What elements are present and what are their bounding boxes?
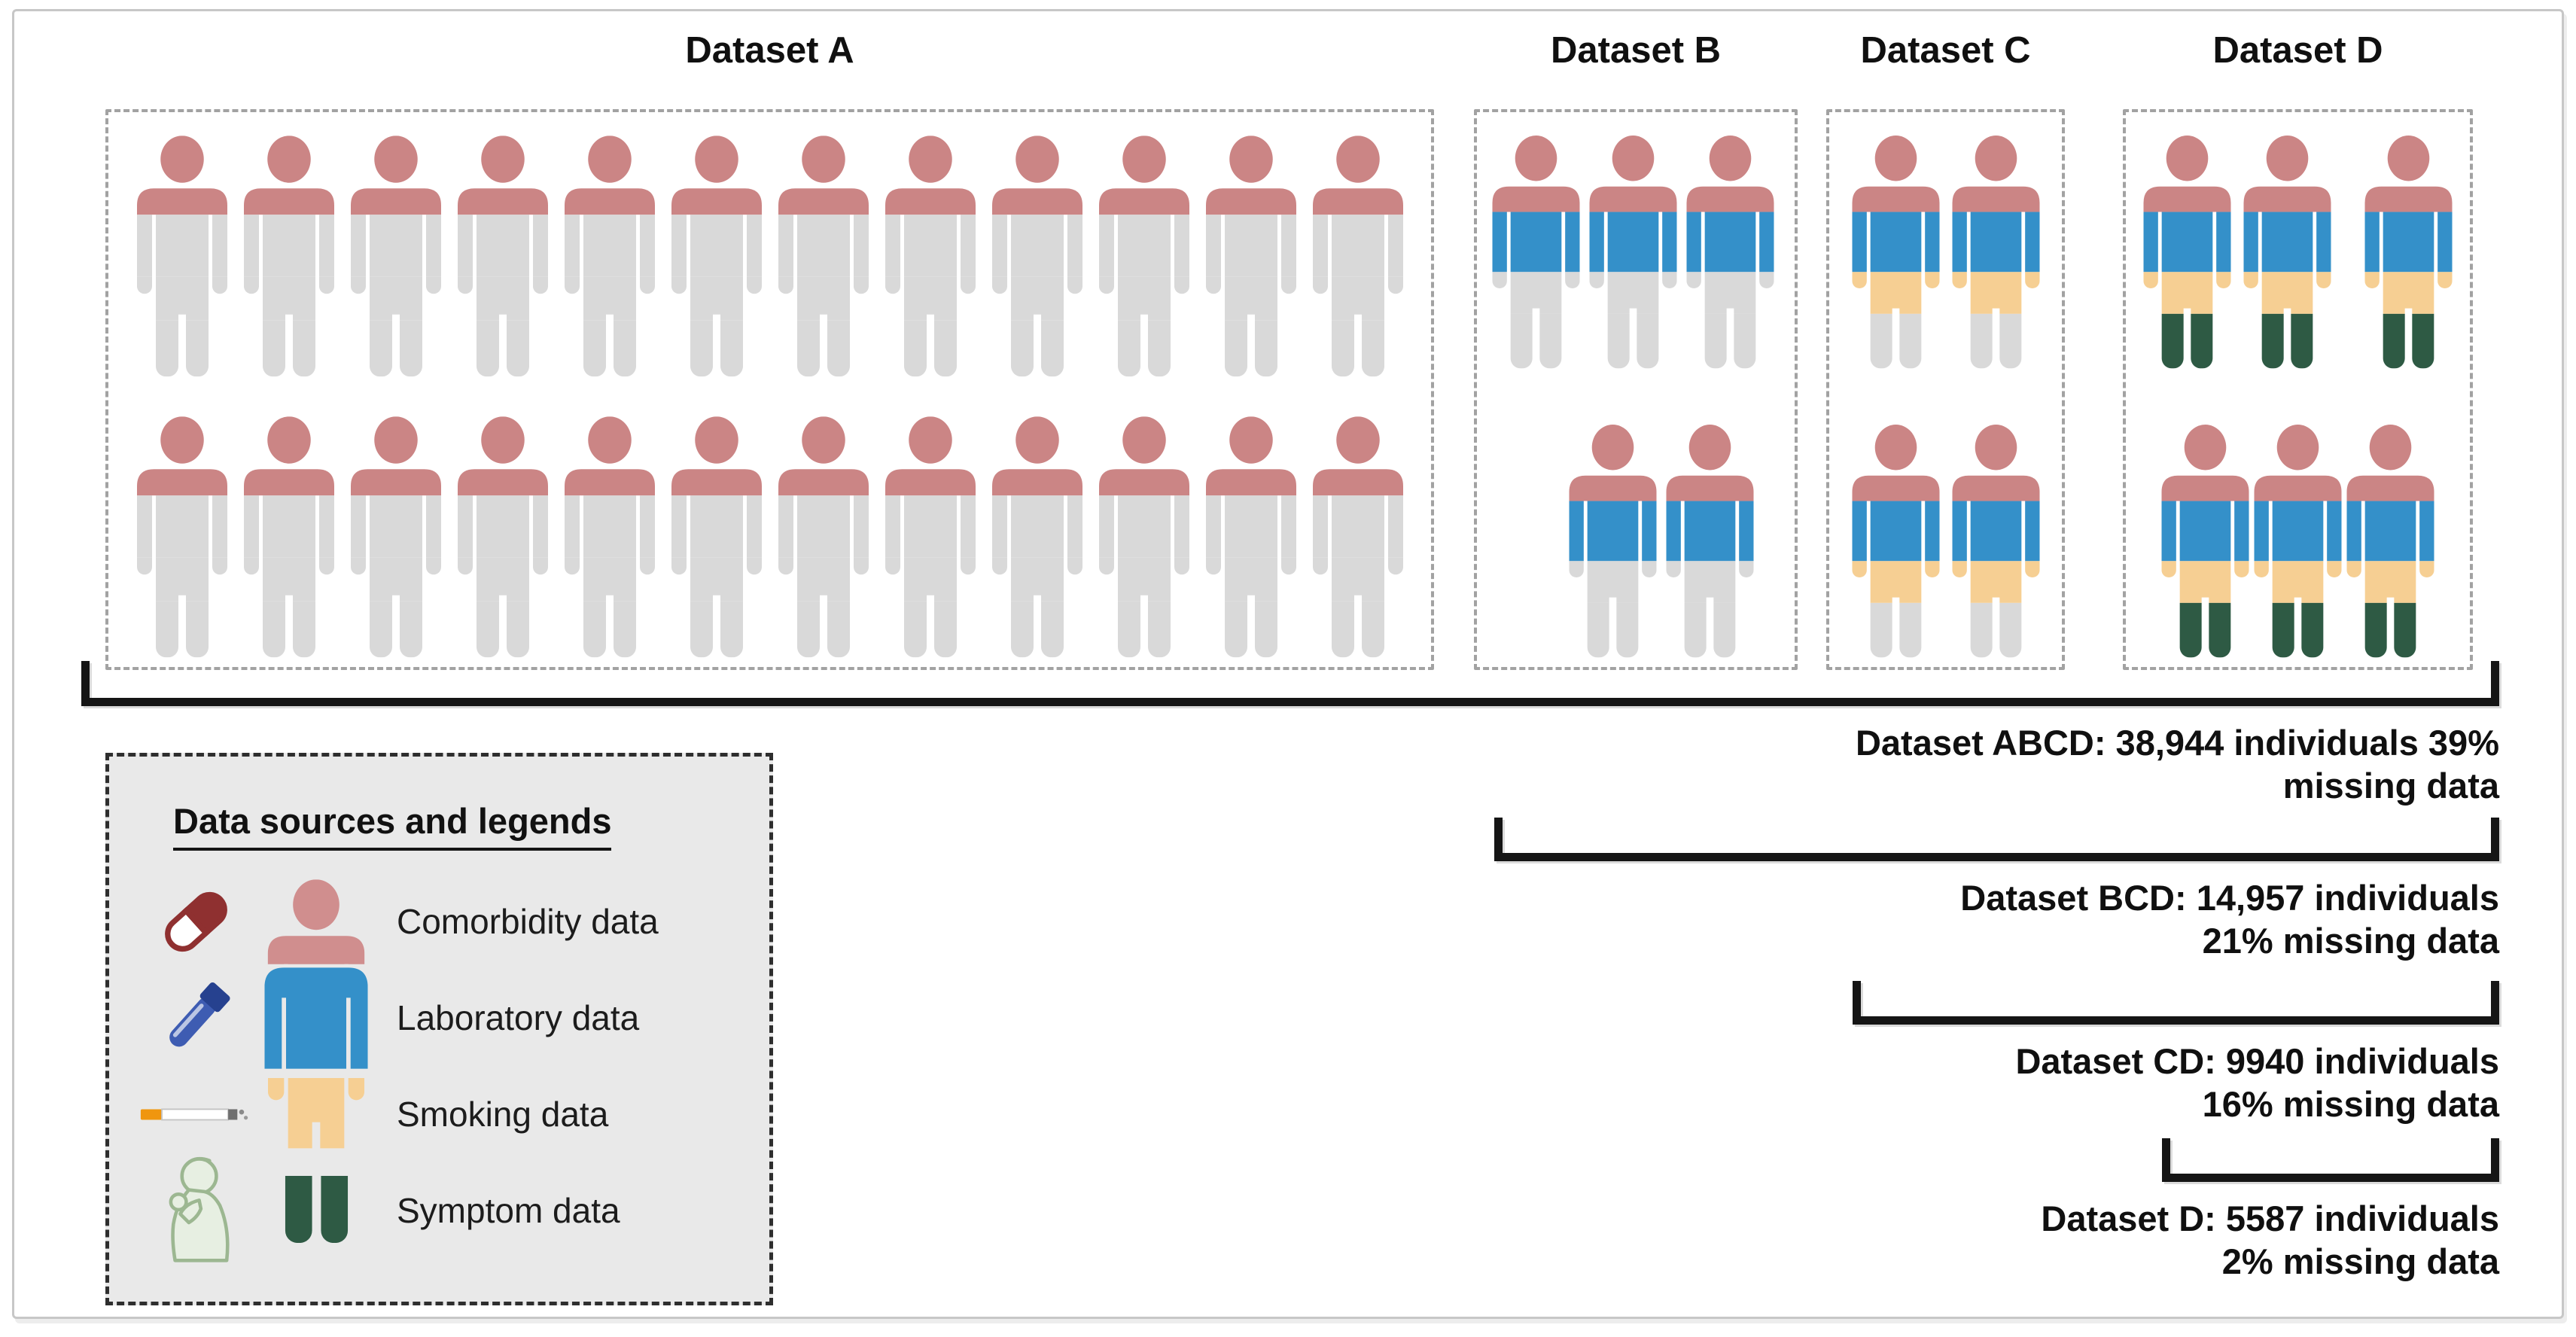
person-pictogram [1312,416,1403,658]
person-pictogram [991,136,1082,377]
bracket-d [2162,1138,2499,1182]
cigarette-icon [139,1095,252,1133]
person-pictogram [885,416,976,658]
person-pictogram [350,136,441,377]
person-row [116,132,1423,379]
person-row [2133,421,2462,659]
bracket-cd-label: Dataset CD: 9940 individuals 16% missing… [1370,1040,2499,1125]
lower-legs-icon [252,1176,380,1245]
person-pictogram [778,416,869,658]
dataset-b-section: Dataset B [1474,29,1798,670]
dataset-a-section: Dataset A [105,29,1434,670]
bracket-d-label-line1: Dataset D: 5587 individuals [2041,1198,2499,1238]
legend-item-label: Laboratory data [397,998,640,1037]
person-pictogram [1569,425,1657,658]
dataset-c-title: Dataset C [1860,30,2031,71]
person-row [1484,421,1787,659]
bracket-cd [1853,981,2499,1025]
bracket-bcd-label-line1: Dataset BCD: 14,957 individuals [1960,878,2499,918]
legend-item-comorbidity: Comorbidity data [139,873,769,970]
person-pictogram [1686,136,1774,369]
bracket-cd-label-line1: Dataset CD: 9940 individuals [2015,1041,2499,1081]
bracket-d-label: Dataset D: 5587 individuals 2% missing d… [1370,1197,2499,1283]
person-pictogram [136,416,227,658]
legend-item-label: Comorbidity data [397,902,659,941]
person-pictogram [243,136,334,377]
bracket-abcd [81,661,2499,706]
bracket-bcd-label-line2: 21% missing data [2202,921,2499,961]
legend-item-label: Symptom data [397,1191,620,1230]
person-pictogram [885,136,976,377]
person-pictogram [564,136,655,377]
person-pictogram [350,416,441,658]
person-pictogram [2143,136,2231,369]
person-pictogram [1098,416,1189,658]
person-pictogram [1952,136,2039,369]
person-row [116,413,1423,659]
blood-tube-icon [139,971,252,1065]
figure-frame [12,9,2564,1319]
torso-and-arms-icon [252,964,380,1073]
person-pictogram [457,136,548,377]
dataset-a-title: Dataset A [685,30,854,71]
bracket-d-label-line2: 2% missing data [2221,1241,2499,1281]
hips-and-thighs-icon [252,1078,380,1150]
person-pictogram [1492,136,1580,369]
dataset-d-box [2123,109,2473,670]
person-pictogram [2161,425,2249,658]
person-pictogram [671,136,762,377]
bracket-cd-label-line2: 16% missing data [2202,1084,2499,1124]
person-pictogram [1852,425,1939,658]
legend-item-laboratory: Laboratory data [139,965,769,1069]
person-row [2133,132,2462,370]
legend-box: Data sources and legends Comorbidity dat… [105,753,773,1305]
bracket-abcd-label-line2: missing data [2282,766,2499,806]
person-pictogram [1589,136,1677,369]
bracket-abcd-label-line1: Dataset ABCD: 38,944 individuals 39% [1855,723,2499,763]
dataset-a-box [105,109,1434,670]
person-pictogram [1205,416,1296,658]
person-pictogram [243,416,334,658]
person-pictogram [991,416,1082,658]
person-pictogram [778,136,869,377]
dataset-c-box [1826,109,2065,670]
person-pictogram [136,136,227,377]
legend-item-label: Smoking data [397,1095,609,1134]
person-pictogram [1312,136,1403,377]
dataset-b-title: Dataset B [1550,30,1722,71]
dataset-c-section: Dataset C [1826,29,2065,670]
dataset-b-box [1474,109,1798,670]
person-pictogram [1098,136,1189,377]
bracket-bcd [1494,818,2499,861]
person-pictogram [2346,425,2434,658]
bracket-abcd-label: Dataset ABCD: 38,944 individuals 39% mis… [1370,721,2499,807]
coughing-person-icon [139,1150,252,1271]
person-pictogram [1852,136,1939,369]
person-pictogram [1205,136,1296,377]
person-pictogram [1952,425,2039,658]
person-pictogram [671,416,762,658]
person-row [1484,132,1787,370]
person-row [1837,132,2054,370]
person-pictogram [564,416,655,658]
person-pictogram [457,416,548,658]
dataset-d-title: Dataset D [2212,30,2383,71]
legend-item-symptom: Symptom data [139,1156,769,1262]
legend-item-smoking: Smoking data [139,1066,769,1162]
person-pictogram [2243,136,2331,369]
person-row [1837,421,2054,659]
legend-title: Data sources and legends [173,800,612,851]
pill-icon [139,879,252,965]
person-pictogram [2254,425,2342,658]
head-and-shoulders-icon [252,875,380,969]
bracket-bcd-label: Dataset BCD: 14,957 individuals 21% miss… [1370,876,2499,962]
person-pictogram [1666,425,1754,658]
dataset-d-section: Dataset D [2123,29,2473,670]
person-pictogram [2364,136,2453,369]
